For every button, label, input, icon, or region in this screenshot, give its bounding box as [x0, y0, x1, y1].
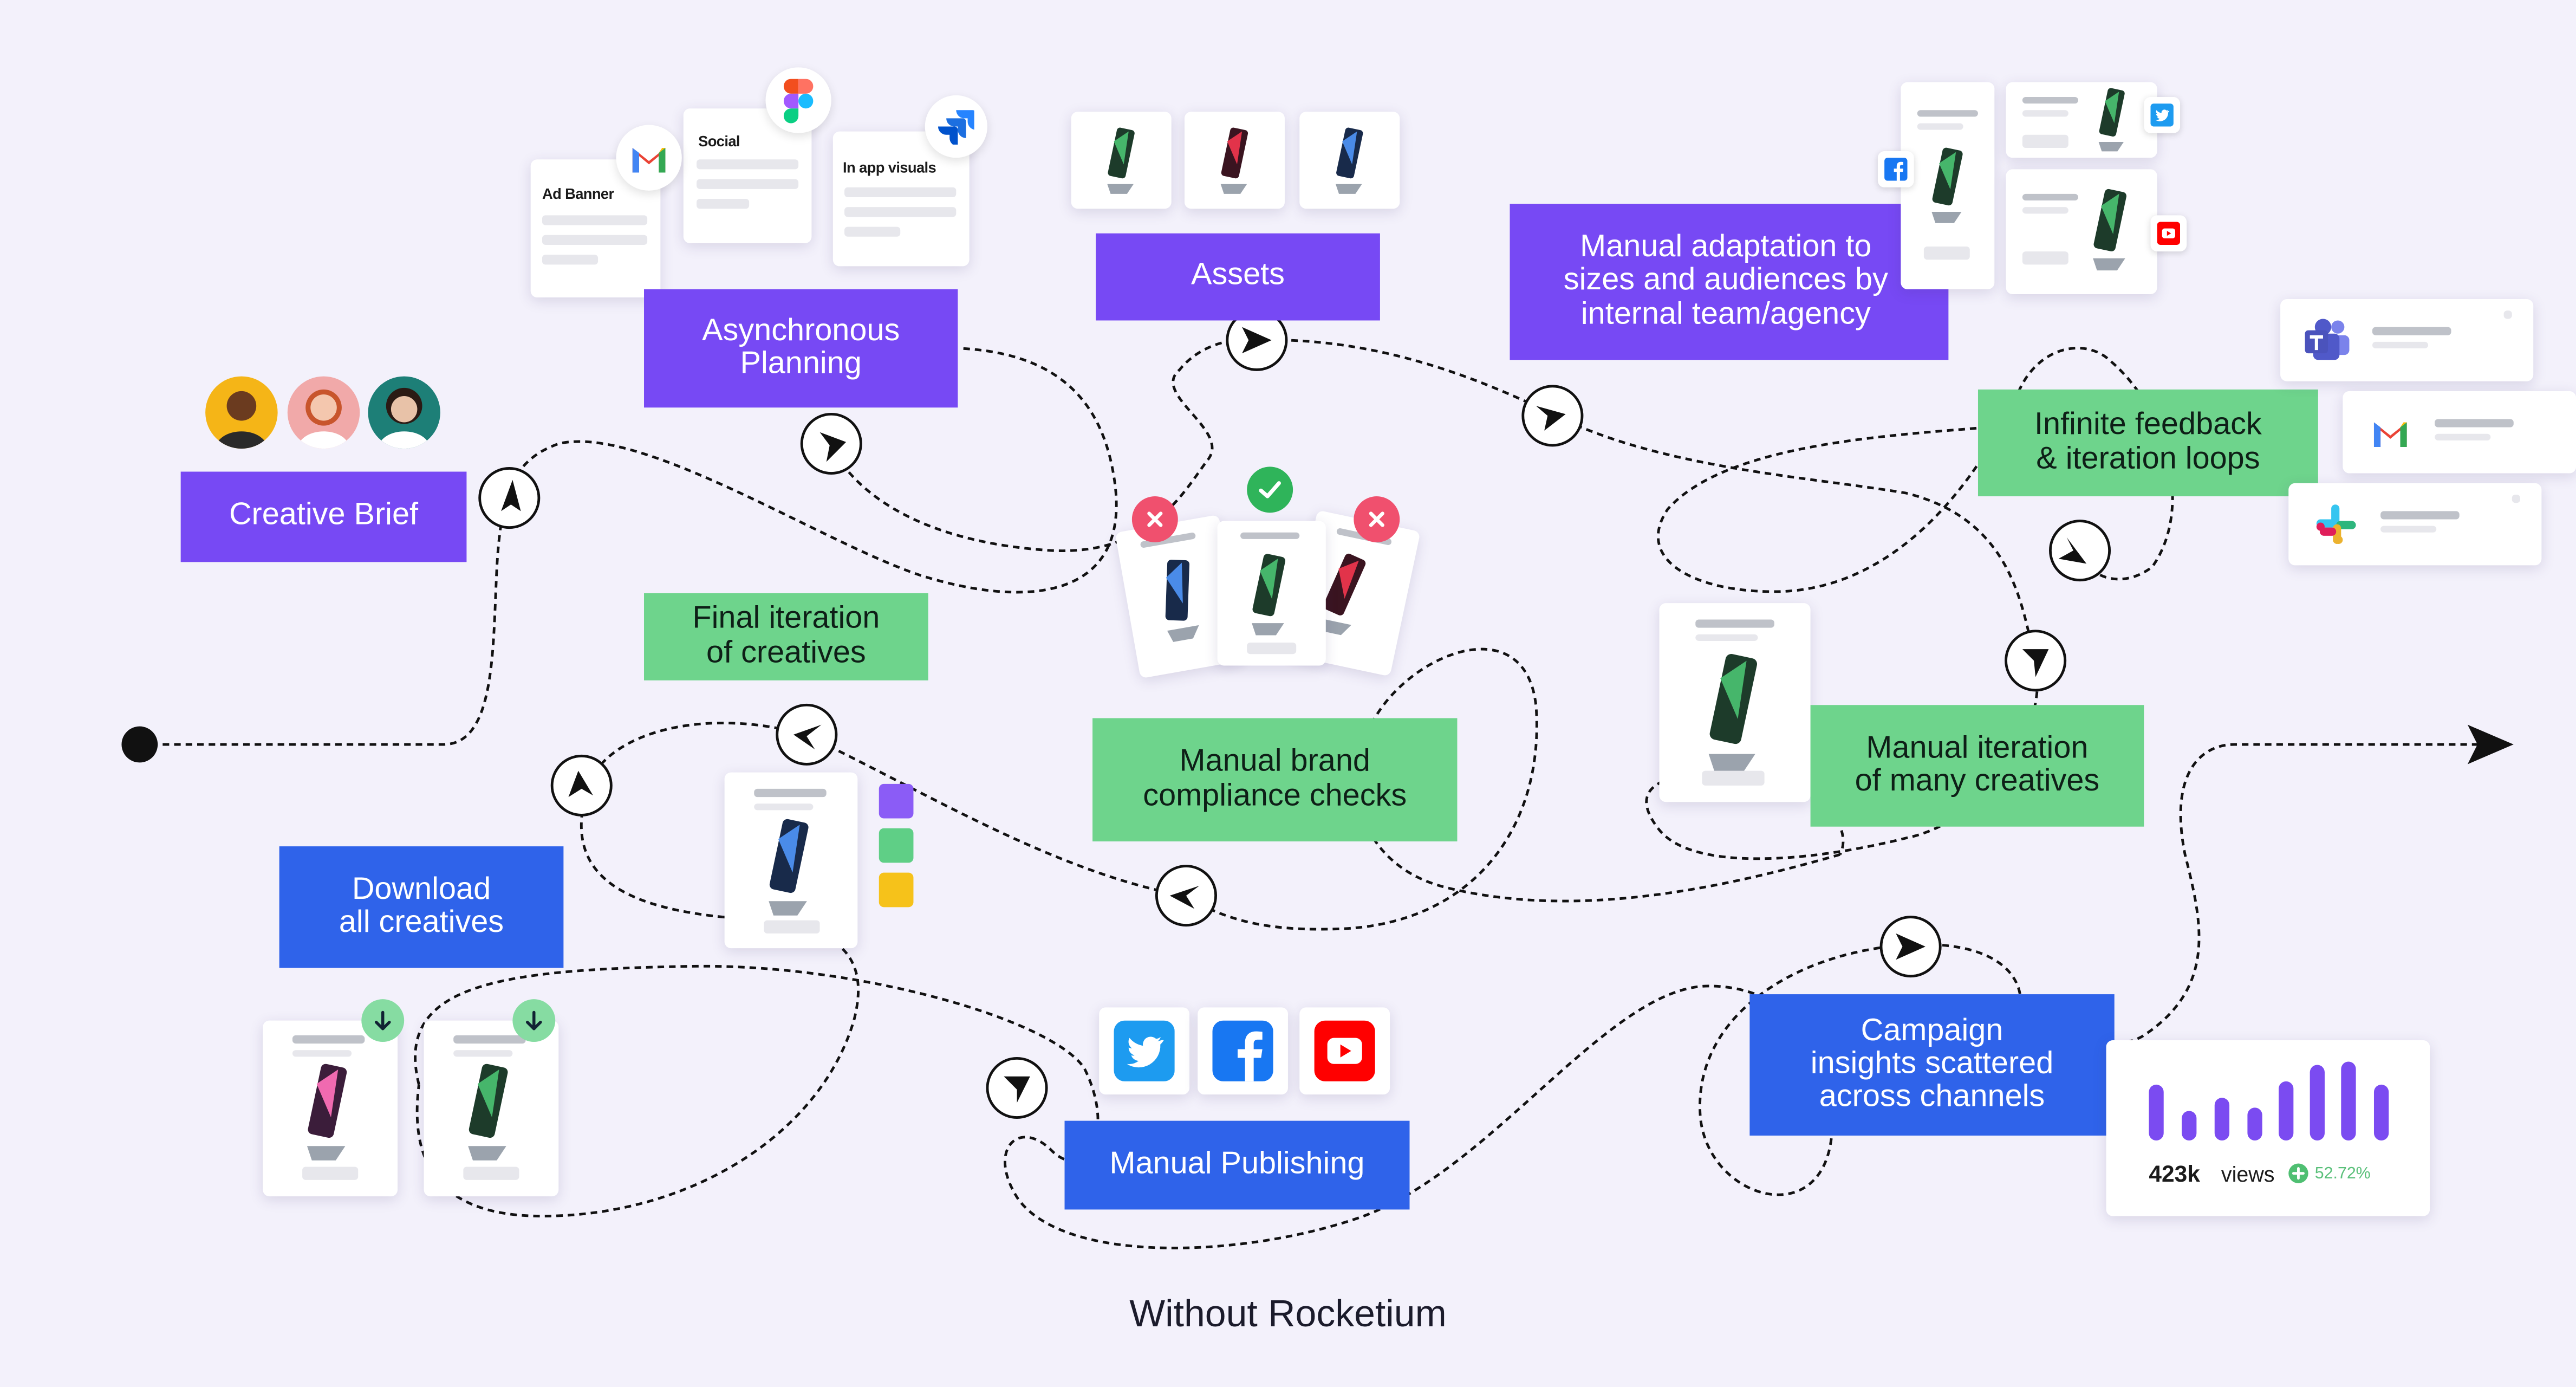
- slack-icon: [2312, 501, 2361, 547]
- chart-bar: [2310, 1065, 2325, 1141]
- doc-card-social: Social: [683, 108, 812, 243]
- step-download-all: Download all creatives: [279, 846, 564, 968]
- download-card: [263, 1020, 398, 1197]
- step-brand-compliance: Manual brand compliance checks: [1092, 718, 1458, 841]
- path-brief: [139, 347, 1118, 746]
- flow-marker: [2049, 520, 2111, 582]
- path-publishing: [414, 743, 2481, 1249]
- step-assets: Assets: [1096, 233, 1380, 321]
- step-manual-publishing: Manual Publishing: [1064, 1120, 1410, 1210]
- views-unit: views: [2221, 1162, 2275, 1187]
- creative-card-rejected: [1115, 514, 1245, 679]
- color-swatch: [879, 872, 914, 908]
- views-bar-chart: [2149, 1061, 2389, 1141]
- adaptation-card-tall: [1901, 82, 1995, 289]
- avatar: [287, 376, 360, 449]
- color-swatch: [879, 783, 914, 819]
- chat-card-slack: [2288, 483, 2542, 566]
- path-download: [415, 916, 860, 1217]
- teams-icon: [2304, 317, 2353, 363]
- diagram-caption: Without Rocketium: [1129, 1292, 1447, 1334]
- download-icon: [512, 999, 556, 1042]
- end-arrow: [2467, 724, 2514, 764]
- youtube-icon: [1314, 1020, 1375, 1081]
- doc-title: In app visuals: [843, 159, 936, 176]
- path-feedback-loop: [1656, 347, 2174, 593]
- reject-icon: [1354, 496, 1400, 542]
- gmail-icon: [616, 125, 682, 191]
- step-manual-adaptation: Manual adaptation to sizes and audiences…: [1510, 204, 1949, 360]
- jira-icon: [925, 95, 987, 158]
- chart-bar: [2279, 1081, 2294, 1141]
- youtube-icon: [2150, 215, 2187, 252]
- twitter-icon: [1114, 1020, 1175, 1081]
- path-planning-loop: [828, 338, 1257, 553]
- gmail-icon: [2369, 414, 2412, 450]
- chart-bar: [2341, 1061, 2356, 1141]
- download-card: [424, 1020, 559, 1197]
- doc-title: Ad Banner: [542, 185, 614, 203]
- views-growth: 52.72%: [2314, 1165, 2371, 1183]
- creative-card-rejected: [1287, 510, 1421, 677]
- avatar: [205, 376, 278, 449]
- step-asynchronous-planning: Asynchronous Planning: [644, 289, 958, 408]
- views-value: 423k: [2149, 1160, 2200, 1187]
- iteration-creative-card: [1659, 603, 1811, 802]
- start-dot: [121, 726, 158, 763]
- path-final-iteration: [580, 722, 1183, 918]
- figma-icon: [765, 67, 831, 133]
- asset-card: [1184, 112, 1285, 209]
- chart-bar: [2149, 1084, 2164, 1141]
- chart-bar: [2373, 1084, 2389, 1141]
- adaptation-card-wide: [2006, 82, 2157, 158]
- asset-card: [1071, 112, 1172, 209]
- doc-title: Social: [698, 133, 740, 150]
- facebook-icon: [1877, 151, 1914, 187]
- adaptation-card-square: [2006, 169, 2157, 294]
- step-final-iteration: Final iteration of creatives: [644, 593, 928, 680]
- social-tile-youtube: [1299, 1007, 1390, 1095]
- final-creative-card: [724, 772, 858, 949]
- step-manual-iteration: Manual iteration of many creatives: [1810, 705, 2144, 827]
- step-creative-brief: Creative Brief: [180, 471, 467, 562]
- chat-card-teams: [2280, 299, 2534, 381]
- twitter-icon: [2144, 96, 2181, 133]
- chart-bar: [2247, 1107, 2262, 1141]
- facebook-icon: [1212, 1020, 1273, 1081]
- creative-card-approved: [1217, 521, 1326, 666]
- chart-bar: [2182, 1111, 2197, 1141]
- social-tile-twitter: [1099, 1007, 1190, 1095]
- chat-card-gmail: [2343, 391, 2576, 474]
- path-compliance-loop: [1182, 647, 1840, 931]
- plus-icon: [2288, 1163, 2308, 1183]
- social-tile-facebook: [1198, 1007, 1289, 1095]
- step-campaign-insights: Campaign insights scattered across chann…: [1749, 994, 2115, 1136]
- asset-card: [1299, 112, 1400, 209]
- avatar: [368, 376, 440, 449]
- chart-bar: [2214, 1098, 2230, 1141]
- color-swatch: [879, 828, 914, 863]
- download-icon: [361, 999, 405, 1042]
- step-feedback-loops: Infinite feedback & iteration loops: [1977, 389, 2318, 497]
- approve-icon: [1247, 466, 1293, 513]
- reject-icon: [1131, 496, 1178, 542]
